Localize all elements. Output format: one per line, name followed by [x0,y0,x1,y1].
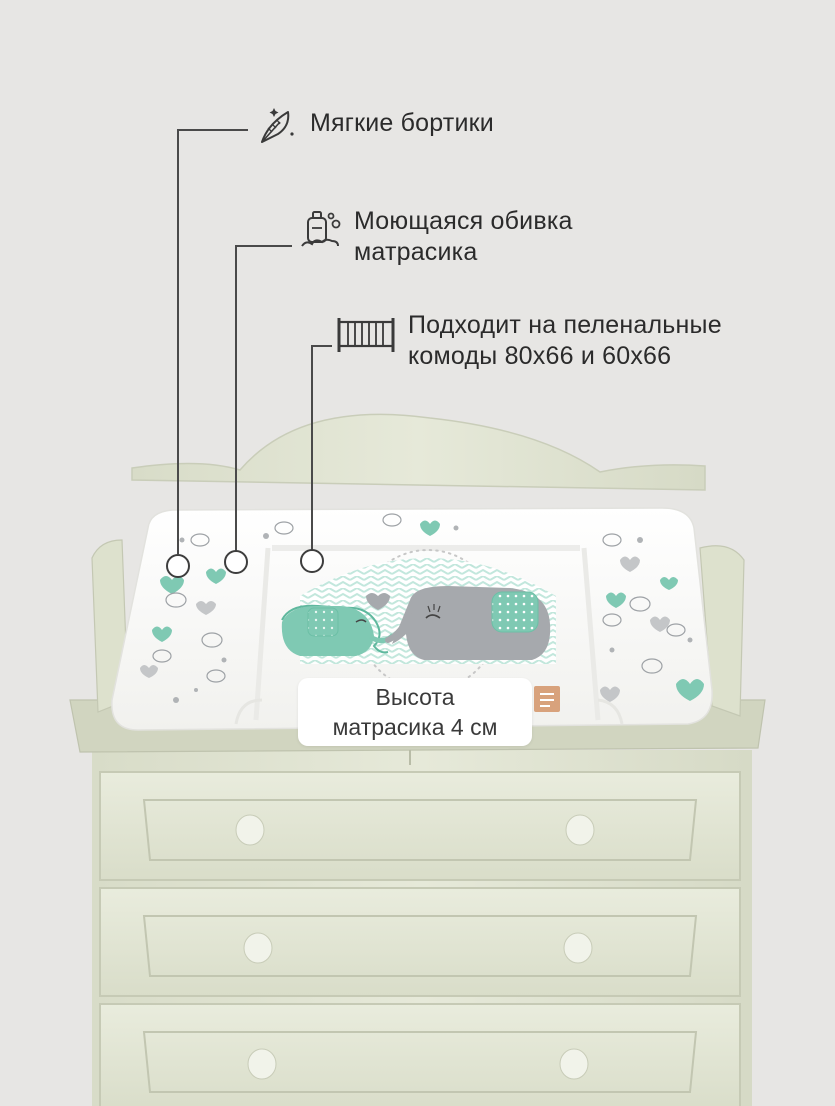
callout-lines [177,129,332,554]
dresser-headboard [131,413,706,491]
height-badge: Высота матрасика 4 см [298,678,532,746]
right-side-rail [699,545,745,717]
feature-line: Подходит на пеленальные [408,311,722,339]
drawer-1 [99,771,741,881]
mint-elephant [281,604,395,656]
crib-icon [337,318,395,352]
feature-line: матрасика [354,238,478,266]
feature-washable-cover: Моющаяся обивка матрасика [298,206,573,268]
height-line: матрасика 4 см [332,714,498,740]
mat-pattern [140,513,704,703]
drawer-2 [99,887,741,997]
grey-elephant [366,586,551,660]
height-line: Высота [375,684,455,710]
brand-tag-icon [534,686,560,712]
changing-mat [111,507,713,731]
drawer-3 [99,1003,741,1106]
feature-fits-dressers: Подходит на пеленальные комоды 80х66 и 6… [336,310,722,372]
detergent-bottle-icon [301,211,341,247]
feature-line: комоды 80х66 и 60х66 [408,342,672,370]
callout-markers [166,549,324,578]
feature-line: Мягкие бортики [310,109,494,137]
feather-icon [261,108,294,143]
feature-line: Моющаяся обивка [354,207,573,235]
feature-soft-sides: Мягкие бортики [254,104,494,148]
